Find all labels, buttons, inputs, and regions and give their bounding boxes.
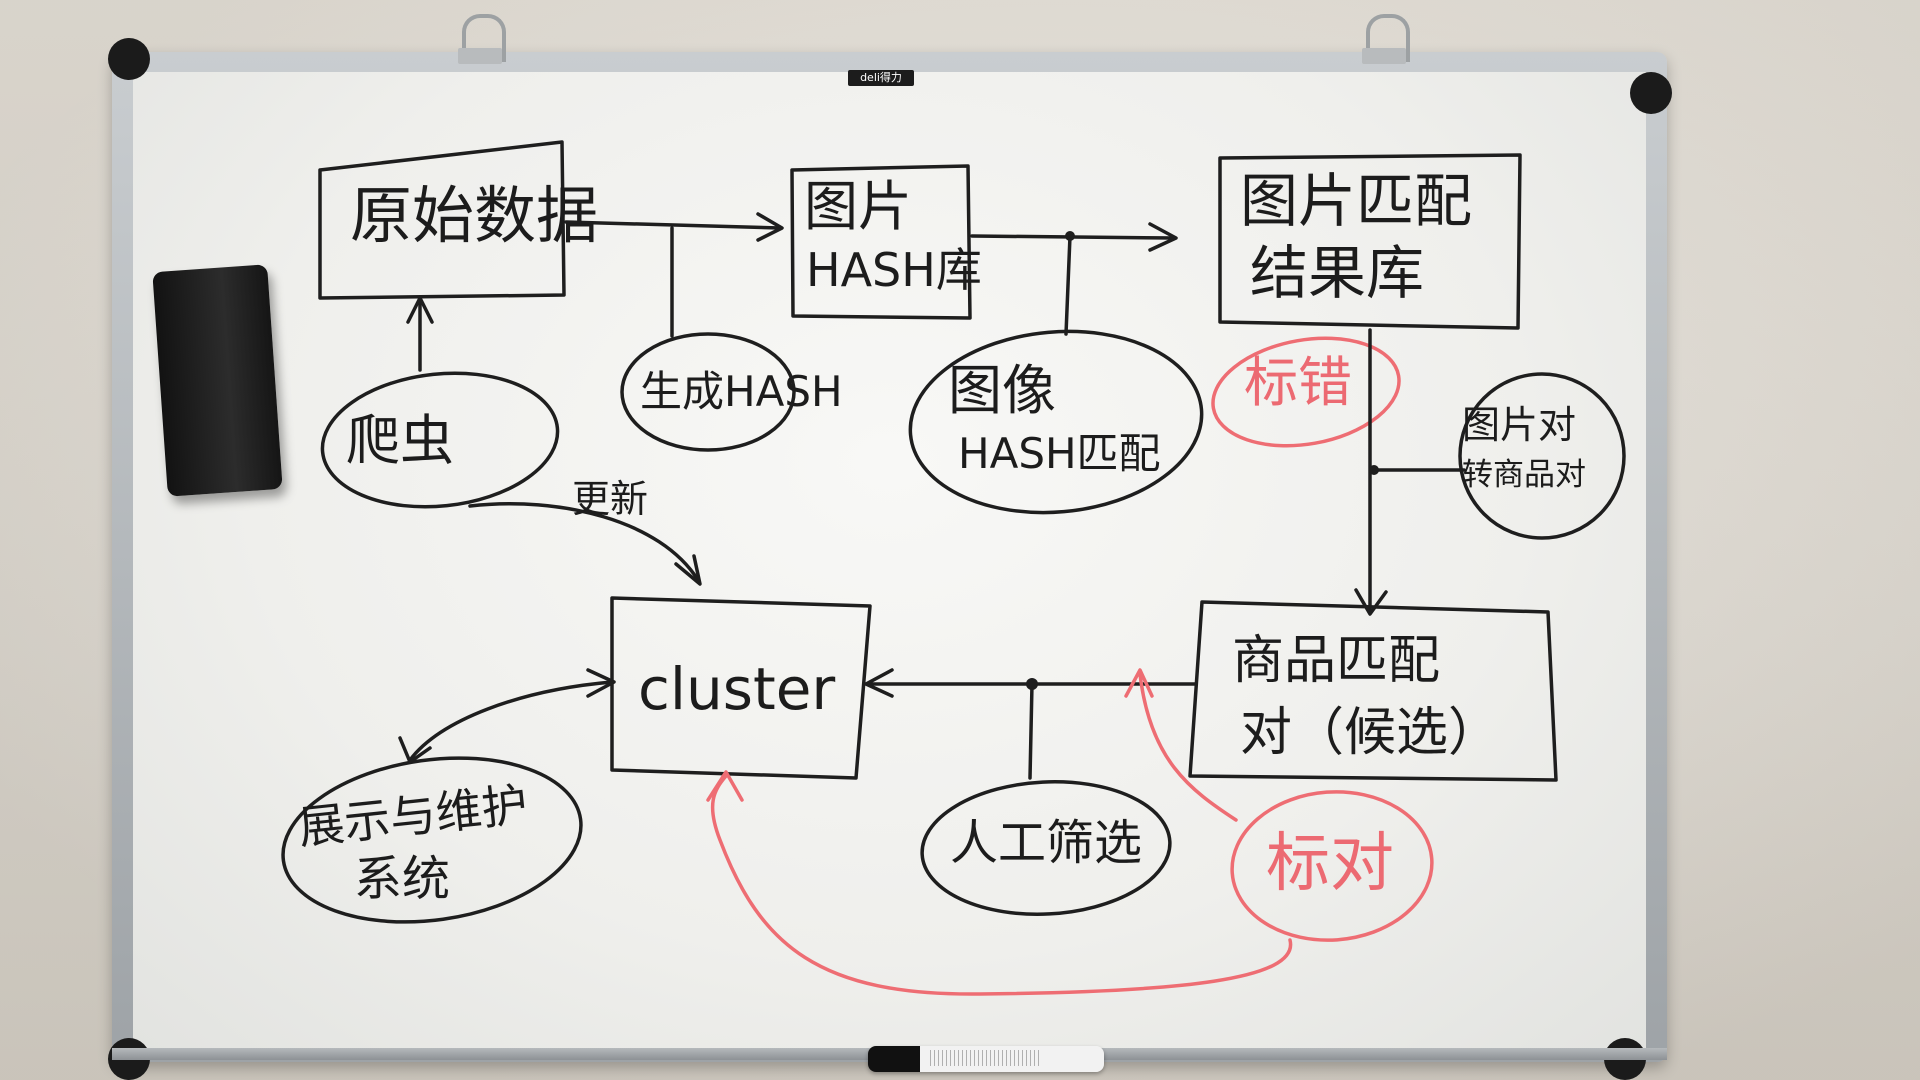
brand-label: deli得力 [848,70,914,86]
line-hash-match-up [1064,234,1072,336]
line-manual-filter-up [1028,682,1034,780]
label-manual-filter: 人工筛选 [950,815,1143,871]
label-pair-convert-2: 转商品对 [1462,457,1586,493]
arrow-raw-to-hashlib [564,220,782,230]
label-pair-convert-1: 图片对 [1462,403,1577,447]
hanger-hook-right [1366,14,1410,62]
box-match-result-lib [1218,153,1522,330]
red-arrow-mark-right-to-cluster [710,774,1293,996]
label-gen-hash: 生成HASH [640,367,843,416]
label-display-system-2: 系统 [354,851,451,907]
hanger-hook-left [462,14,506,62]
label-match-result-lib-1: 图片匹配 [1240,167,1473,235]
label-raw-data: 原始数据 [350,179,599,252]
box-image-hash-lib [790,164,972,320]
hanger-clip-left [458,48,502,64]
label-image-hash-match-2: HASH匹配 [958,429,1161,478]
label-candidate-pairs-2: 对（候选） [1240,703,1501,763]
label-update: 更新 [572,477,649,521]
arrow-update-to-cluster [468,502,700,582]
whiteboard-surface [133,72,1646,1048]
ellipse-pair-convert [1458,372,1626,540]
frame-corner-top-right [1630,72,1672,114]
red-ellipse-mark-right [1230,790,1434,942]
label-mark-right: 标对 [1266,827,1394,901]
label-image-hash-lib-2: HASH库 [806,243,982,297]
hanger-clip-right [1362,48,1406,64]
label-crawler: 爬虫 [346,409,454,472]
box-cluster [610,596,872,780]
label-mark-wrong: 标错 [1244,351,1352,414]
ellipse-manual-filter [920,780,1172,916]
label-match-result-lib-2: 结果库 [1250,239,1425,307]
ellipse-crawler [320,371,560,509]
frame-corner-top-left [108,38,150,80]
red-line-mark-right-to-candidates [1138,672,1238,822]
box-raw-data [318,140,566,300]
box-candidate-pairs [1188,600,1558,782]
label-cluster: cluster [638,655,836,723]
marker-pen [868,1046,1104,1072]
ellipse-display-system [281,756,583,924]
label-image-hash-match-1: 图像 [948,359,1056,422]
label-image-hash-lib-1: 图片 [804,175,912,238]
red-ellipse-mark-wrong [1211,336,1401,448]
marker-barcode [930,1050,1040,1066]
ellipse-gen-hash [620,332,796,452]
label-candidate-pairs-1: 商品匹配 [1232,631,1441,691]
ellipse-image-hash-match [908,329,1204,515]
arrow-cluster-display-bidirectional [408,680,614,762]
